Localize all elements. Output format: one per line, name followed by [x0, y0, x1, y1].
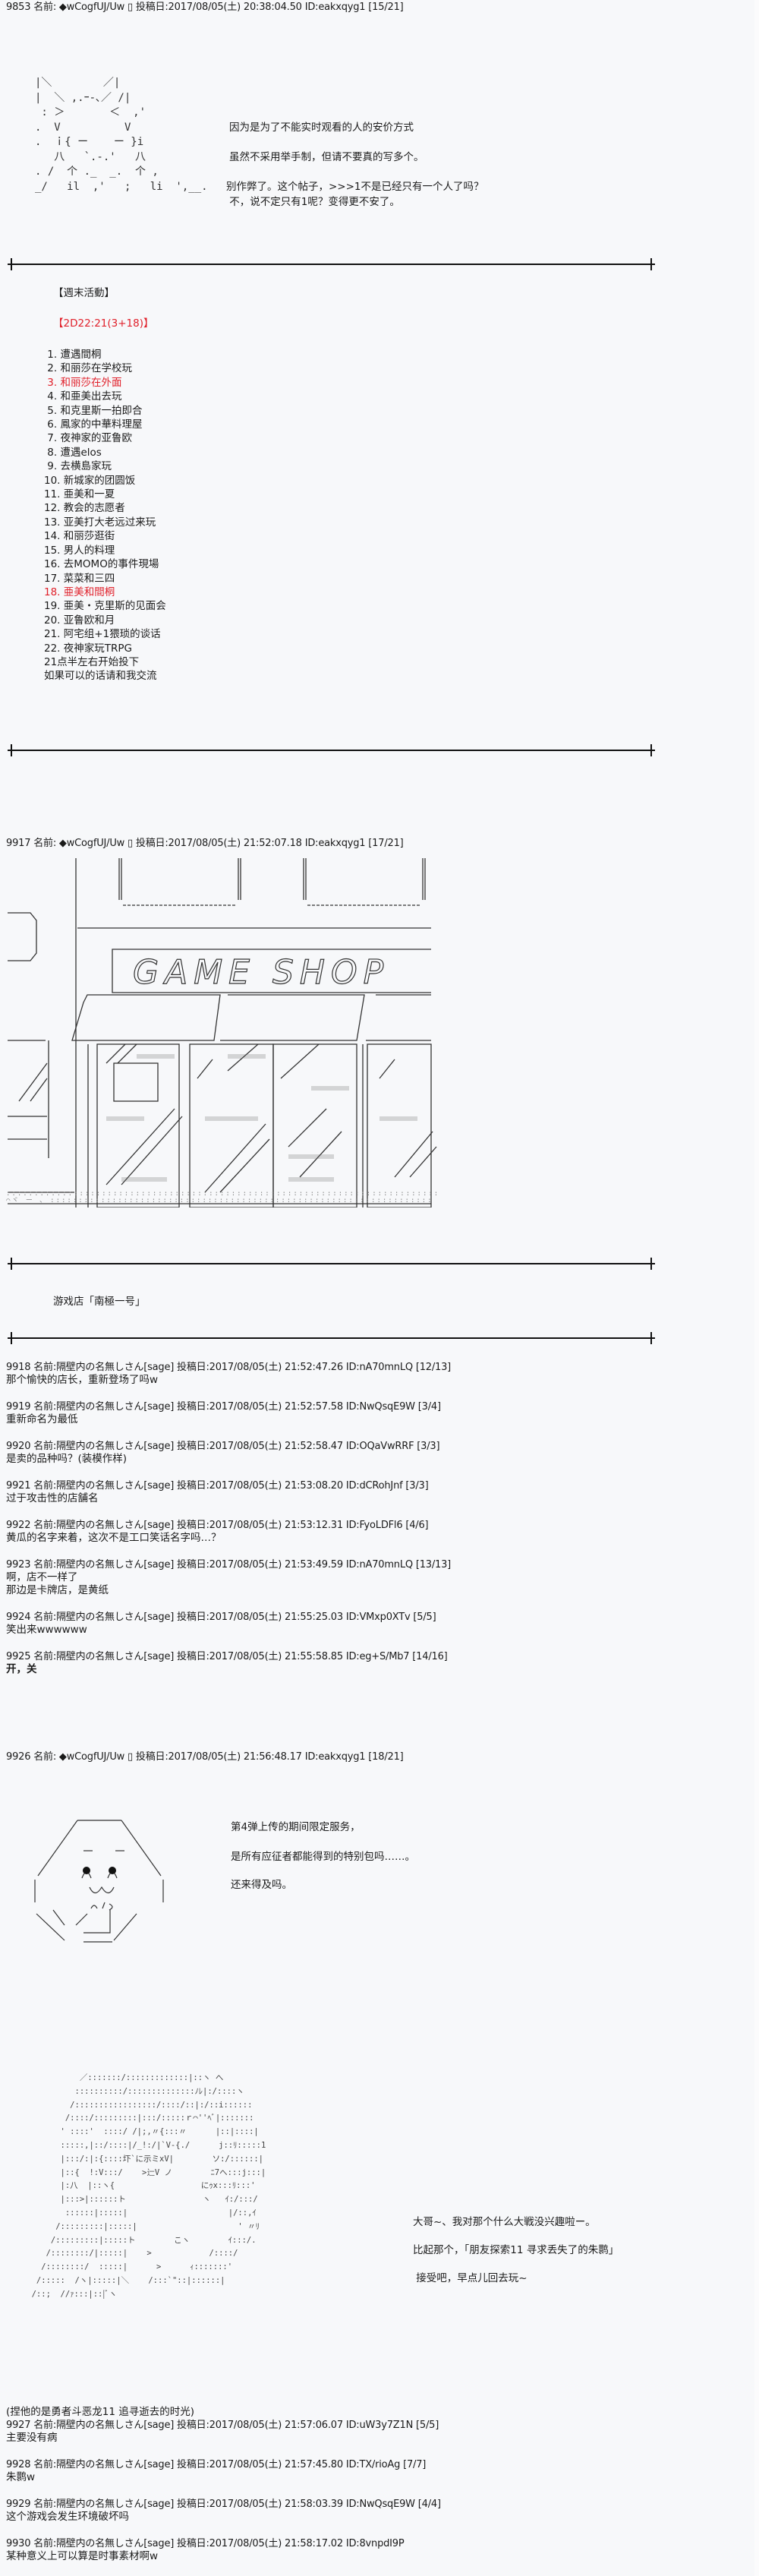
activity-item: 9. 去横島家玩: [44, 460, 112, 473]
smug-face-icon: [34, 1820, 164, 1943]
ground-dots: ::::::::::::::::::::::::::::::::::::::::…: [6, 1190, 440, 1204]
reply-header: 9928 名前:隔壁内の名無しさん[sage] 投稿日:2017/08/05(土…: [6, 2459, 427, 2470]
reply-text: 黄瓜的名字来着，这次不是工口笑话名字吗…？: [6, 1532, 222, 1544]
reply-text: 开，关: [6, 1663, 37, 1675]
activity-item: 15. 男人的料理: [44, 544, 115, 557]
reply-text: 那个愉快的店长，重新登场了吗w: [6, 1374, 159, 1386]
activity-item: 21. 阿宅组+1猥琐的谈话: [44, 628, 161, 641]
activity-item: 5. 和克里斯一拍即合: [44, 404, 143, 417]
reply-header: 9930 名前:隔壁内の名無しさん[sage] 投稿日:2017/08/05(土…: [6, 2538, 405, 2549]
reply-text: 笑出来wwwwww: [6, 1624, 87, 1636]
activity-item: 10. 新城家的团圆饭: [44, 474, 136, 487]
post-text-line: 大哥~、我对那个什么大戦没兴趣啦ー。: [413, 2216, 596, 2228]
weekend-title: 【週末活動】: [53, 287, 115, 299]
reply-text: 某种意义上可以算是时事素材啊w: [6, 2550, 159, 2562]
reply-header: 9918 名前:隔壁内の名無しさん[sage] 投稿日:2017/08/05(土…: [6, 1362, 452, 1373]
activity-item: 4. 和亜美出去玩: [44, 390, 122, 403]
reply-post: 9919 名前:隔壁内の名無しさん[sage] 投稿日:2017/08/05(土…: [6, 1401, 441, 1426]
activity-footer: 21点半左右开始投下: [44, 655, 140, 668]
activity-item: 12. 教会的志愿者: [44, 502, 125, 515]
section-divider: [8, 744, 655, 756]
reply-post: 9920 名前:隔壁内の名無しさん[sage] 投稿日:2017/08/05(土…: [6, 1441, 440, 1466]
reply-post: 9922 名前:隔壁内の名無しさん[sage] 投稿日:2017/08/05(土…: [6, 1520, 429, 1545]
activity-item: 2. 和丽莎在学校玩: [44, 362, 132, 375]
activity-item: 20. 亚鲁欧和月: [44, 614, 115, 627]
location-caption: 游戏店「南極一号」: [53, 1296, 146, 1308]
reply-post: 9930 名前:隔壁内の名無しさん[sage] 投稿日:2017/08/05(土…: [6, 2538, 405, 2563]
section-divider: [8, 1258, 655, 1270]
post-header: 9917 名前: ◆wCogfUJ/Uw ▯ 投稿日:2017/08/05(土)…: [6, 838, 404, 849]
reply-header: 9920 名前:隔壁内の名無しさん[sage] 投稿日:2017/08/05(土…: [6, 1441, 440, 1452]
activity-list: 1. 遭遇間桐 2. 和丽莎在学校玩 3. 和丽莎在外面 4. 和亜美出去玩 5…: [44, 348, 166, 683]
reply-post: 9918 名前:隔壁内の名無しさん[sage] 投稿日:2017/08/05(土…: [6, 1362, 451, 1387]
svg-text:GAME SHOP: GAME SHOP: [133, 953, 389, 992]
page-edge: [754, 0, 759, 2576]
post-header: 9853 名前: ◆wCogfUJ/Uw ▯ 投稿日:2017/08/05(土)…: [6, 2, 404, 13]
reply-text: 是卖的品种吗？(装模作样): [6, 1453, 128, 1465]
reply-header: 9924 名前:隔壁内の名無しさん[sage] 投稿日:2017/08/05(土…: [6, 1612, 436, 1623]
post-text-line: 比起那个，「朋友探索11 寻求丢失了的朱鹮」: [413, 2244, 619, 2256]
reply-header: 9923 名前:隔壁内の名無しさん[sage] 投稿日:2017/08/05(土…: [6, 1559, 452, 1571]
weekend-tag: 【2D22:21(3+18)】: [53, 317, 154, 330]
activity-item: 17. 菜菜和三四: [44, 572, 115, 585]
reply-header: 9925 名前:隔壁内の名無しさん[sage] 投稿日:2017/08/05(土…: [6, 1651, 448, 1662]
activity-item: 22. 夜神家玩TRPG: [44, 642, 133, 655]
post-text-line: 第4弹上传的期间限定服务，: [231, 1821, 361, 1833]
post-text-line: 还来得及吗。: [231, 1879, 292, 1891]
activity-item-highlighted: 18. 亜美和間桐: [44, 586, 115, 598]
activity-item: 19. 亜美・克里斯的见面会: [44, 600, 166, 613]
reply-text: 朱鹮w: [6, 2471, 36, 2483]
activity-item: 14. 和丽莎逛街: [44, 530, 115, 543]
storefront-icon: GAME SHOP: [8, 858, 437, 1208]
reply-text: 重新命名为最低: [6, 1413, 78, 1425]
activity-item: 16. 去MOMO的事件現場: [44, 558, 159, 571]
reply-text: 啊，店不一样了: [6, 1571, 78, 1583]
reply-text: 这个游戏会发生环境破坏吗: [6, 2511, 129, 2523]
activity-item: 6. 鳳家的中華料理屋: [44, 418, 143, 431]
post-text-line: 别作弊了。这个帖子，>>>1不是已经只有一个人了吗？: [226, 181, 484, 193]
reply-text: 过于攻击性的店舗名: [6, 1492, 99, 1504]
reply-post: 9921 名前:隔壁内の名無しさん[sage] 投稿日:2017/08/05(土…: [6, 1480, 429, 1505]
activity-item: 11. 亜美和一夏: [44, 488, 115, 501]
reply-post: 9928 名前:隔壁内の名無しさん[sage] 投稿日:2017/08/05(土…: [6, 2459, 426, 2484]
cat-ascii-art: |＼ ／| | ＼ ,.ｰ-､／ /| : ＞ ＜ ,' . V V . ｉ{ …: [35, 77, 208, 193]
reply-text: 主要没有病: [6, 2432, 58, 2444]
activity-item: 13. 亚美打大老远过来玩: [44, 516, 156, 529]
face-ascii-art: [30, 1819, 175, 1944]
reply-post: 9925 名前:隔壁内の名無しさん[sage] 投稿日:2017/08/05(土…: [6, 1651, 448, 1676]
section-divider: [8, 1332, 655, 1344]
reply-header: 9927 名前:隔壁内の名無しさん[sage] 投稿日:2017/08/05(土…: [6, 2420, 439, 2431]
post-text-line: 是所有应征者都能得到的特别包吗……。: [231, 1851, 415, 1863]
activity-item: 1. 遭遇間桐: [44, 349, 102, 361]
reply-post: 9927 名前:隔壁内の名無しさん[sage] 投稿日:2017/08/05(土…: [6, 2420, 439, 2445]
post-text-line: 接受吧，早点儿回去玩~: [413, 2272, 528, 2284]
activity-item: 8. 遭遇elos: [44, 446, 102, 459]
post-text-line: 因为是为了不能实时观看的人的安价方式: [229, 122, 414, 134]
reply-text: 那边是卡牌店，是黄纸: [6, 1584, 109, 1596]
reply-header: 9919 名前:隔壁内の名無しさん[sage] 投稿日:2017/08/05(土…: [6, 1401, 441, 1413]
girl-ascii-art: ／:::::::/:::::::::::::|::ヽ へ ::::::::::/…: [31, 2073, 266, 2299]
reply-post: 9929 名前:隔壁内の名無しさん[sage] 投稿日:2017/08/05(土…: [6, 2499, 441, 2524]
reply-header: 9922 名前:隔壁内の名無しさん[sage] 投稿日:2017/08/05(土…: [6, 1520, 429, 1531]
post-text-line: 不，说不定只有1呢？变得更不安了。: [226, 196, 400, 208]
reply-header: 9929 名前:隔壁内の名無しさん[sage] 投稿日:2017/08/05(土…: [6, 2499, 441, 2510]
reply-post: 9924 名前:隔壁内の名無しさん[sage] 投稿日:2017/08/05(土…: [6, 1612, 436, 1637]
activity-footer: 如果可以的话请和我交流: [44, 670, 157, 683]
reply-post: 9923 名前:隔壁内の名無しさん[sage] 投稿日:2017/08/05(土…: [6, 1559, 451, 1597]
post-text-line: 虽然不采用举手制，但请不要真的写多个。: [229, 151, 424, 163]
post-caption: (捏他的是勇者斗恶龙11 追寻逝去的时光): [6, 2406, 195, 2418]
game-shop-ascii-art: GAME SHOP: [0, 858, 440, 1208]
activity-item: 7. 夜神家的亚鲁欧: [44, 432, 132, 445]
activity-item-highlighted: 3. 和丽莎在外面: [44, 376, 122, 389]
post-header: 9926 名前: ◆wCogfUJ/Uw ▯ 投稿日:2017/08/05(土)…: [6, 1751, 404, 1763]
reply-header: 9921 名前:隔壁内の名無しさん[sage] 投稿日:2017/08/05(土…: [6, 1480, 429, 1492]
section-divider: [8, 258, 655, 270]
